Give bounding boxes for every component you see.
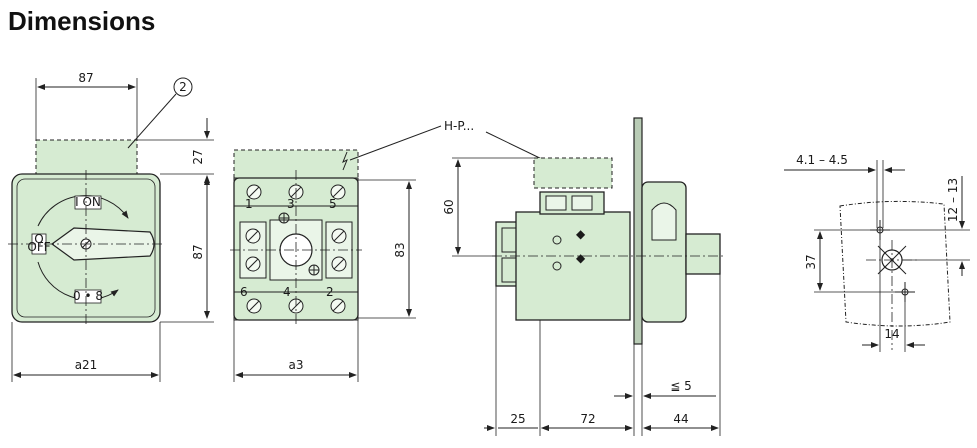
svg-text:◆: ◆ [576, 251, 586, 265]
svg-text:6: 6 [240, 285, 248, 299]
dim-panel-thickness: ≦ 5 [670, 379, 692, 393]
mounting-panel [633, 117, 643, 345]
cover-outline [35, 139, 138, 177]
svg-text:O: O [34, 232, 43, 246]
svg-text:2: 2 [326, 285, 334, 299]
side-view: H-P... ◆ ◆ 60 25 [349, 117, 724, 436]
rotation-arrow-bottom [37, 261, 119, 300]
dim-hole-diameter: 4.1 – 4.5 [796, 153, 848, 167]
svg-text:1: 1 [245, 197, 253, 211]
dim-hole-pitch: 37 [804, 254, 818, 269]
page-title: Dimensions [8, 6, 156, 36]
dim-block-width: a3 [289, 358, 304, 372]
dim-depth-2: 72 [580, 412, 595, 426]
dim-front-overall: a21 [75, 358, 98, 372]
dim-hole-offset: 14 [884, 327, 899, 341]
svg-text:OFF: OFF [27, 240, 50, 254]
panel-cutout [839, 200, 951, 327]
terminal-view: 1 3 5 6 4 2 83 a3 [230, 149, 416, 382]
callout-number: 2 [179, 80, 187, 94]
svg-text:4: 4 [283, 285, 291, 299]
front-view: O OFF I ON 0 • 8 87 2 27 87 a21 [8, 71, 214, 382]
svg-text:5: 5 [329, 197, 337, 211]
shaft [685, 233, 721, 275]
dim-block-height: 83 [393, 242, 407, 257]
svg-text:0 • 8: 0 • 8 [73, 289, 103, 303]
zero-indicator [74, 289, 102, 304]
drilling-template: 4.1 – 4.5 12 – 13 37 14 [784, 153, 970, 352]
on-indicator [74, 195, 102, 210]
dim-hole-vertical: 12 – 13 [946, 178, 960, 222]
svg-text:◆: ◆ [576, 227, 586, 241]
svg-text:3: 3 [287, 197, 295, 211]
dim-front-height: 87 [191, 244, 205, 259]
svg-text:I ON: I ON [75, 195, 101, 209]
dim-front-width: 87 [78, 71, 93, 85]
switch-body [515, 211, 631, 321]
dim-depth-1: 25 [510, 412, 525, 426]
dim-cover-height: 27 [191, 149, 205, 164]
callout-circle [173, 77, 193, 97]
side-cover-outline [533, 157, 613, 189]
dim-side-height: 60 [442, 199, 456, 214]
hp-label: H-P... [444, 119, 474, 133]
dim-shaft-length: 44 [673, 412, 688, 426]
